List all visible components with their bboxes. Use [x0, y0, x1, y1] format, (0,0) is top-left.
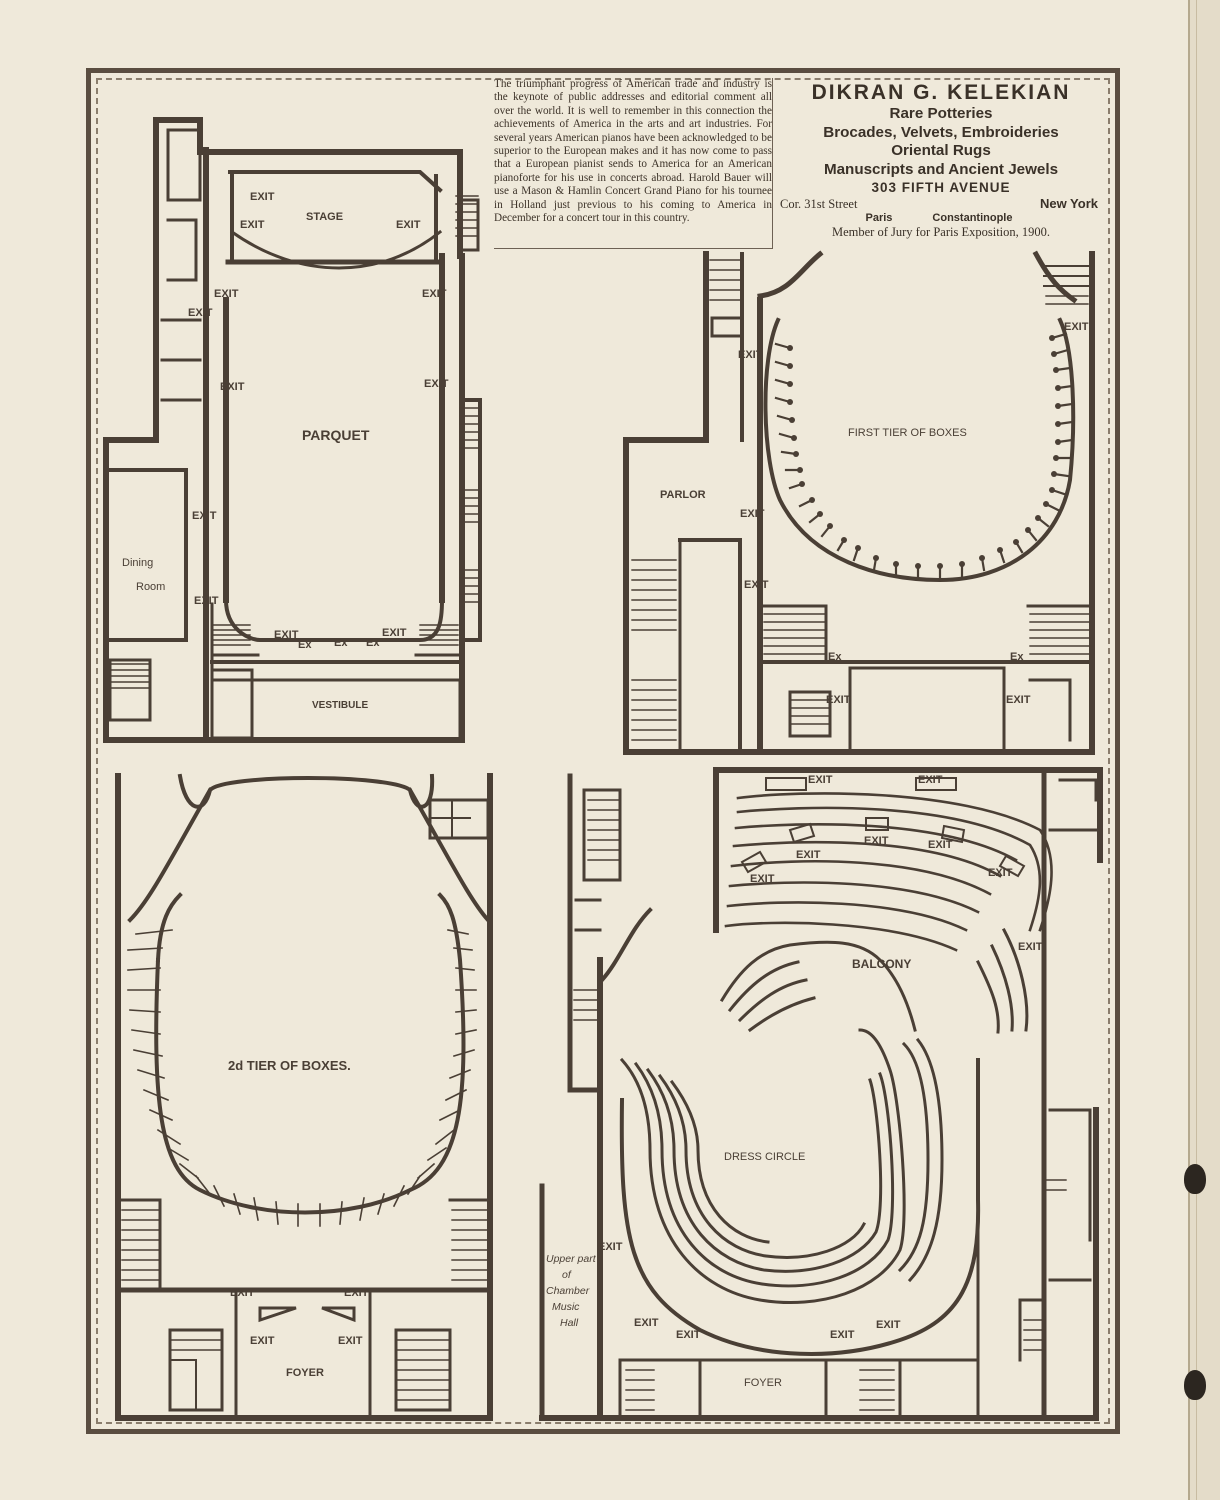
label-exit: EXIT — [876, 1319, 901, 1331]
notice-column: The triumphant progress of American trad… — [494, 78, 773, 249]
label-exit: EXIT — [424, 378, 449, 390]
label-exit: EXIT — [918, 774, 943, 786]
label-stage: STAGE — [306, 211, 343, 223]
label-balcony: BALCONY — [852, 957, 911, 971]
ad-city: New York — [1039, 196, 1098, 211]
label-exit: EXIT — [928, 839, 953, 851]
label-exit: EXIT — [738, 349, 763, 361]
ad-branch-constantinople: Constantinople — [932, 212, 1013, 224]
ad-line: Oriental Rugs — [891, 142, 991, 159]
label-exit: EXIT — [396, 219, 421, 231]
ad-address: 303 FIFTH AVENUE — [871, 180, 1011, 195]
label-exit: EXIT — [740, 508, 765, 520]
label-exit: EXIT — [988, 867, 1013, 879]
label-exit: EXIT — [1018, 941, 1043, 953]
ad-branch-paris: Paris — [865, 212, 893, 224]
label-ex: Ex — [334, 637, 348, 649]
binding-hole-icon — [1184, 1370, 1206, 1400]
label-exit: EXIT — [240, 219, 265, 231]
label-chamber-3: Chamber — [546, 1285, 590, 1297]
label-exit: EXIT — [274, 629, 299, 641]
plan-first-tier-seats — [787, 335, 1061, 569]
label-exit: EXIT — [194, 595, 219, 607]
label-ex: Ex — [366, 637, 380, 649]
kelekian-advertisement: DIKRAN G. KELEKIAN Rare Potteries Brocad… — [776, 78, 1106, 248]
label-exit: EXIT — [830, 1329, 855, 1341]
ad-line: Brocades, Velvets, Embroideries — [823, 123, 1059, 141]
plan-first-tier-stairs — [631, 259, 1091, 741]
label-exit: EXIT — [382, 627, 407, 639]
plan-balcony-stairs — [573, 799, 1067, 1411]
ad-line: Manuscripts and Ancient Jewels — [823, 160, 1059, 178]
binding-hole-icon — [1184, 1164, 1206, 1194]
label-exit: EXIT — [230, 1287, 255, 1299]
label-exit: EXIT — [750, 873, 775, 885]
label-chamber-1: Upper part — [546, 1253, 597, 1265]
plan-first-tier — [623, 250, 1095, 755]
label-dining: Dining — [122, 557, 153, 569]
ad-name: DIKRAN G. KELEKIAN — [811, 81, 1071, 104]
label-exit: EXIT — [598, 1241, 623, 1253]
plan-second-tier-stairs — [121, 1209, 489, 1401]
label-exit: EXIT — [188, 307, 213, 319]
plan-parquet — [103, 117, 482, 743]
label-exit: EXIT — [214, 288, 239, 300]
label-chamber-4: Music — [552, 1301, 580, 1313]
label-exit: EXIT — [250, 191, 275, 203]
plan-first-tier-box-rails — [774, 332, 1074, 580]
ad-street-row: Cor. 31st Street New York — [776, 196, 1106, 212]
label-exit: EXIT — [796, 849, 821, 861]
label-exit: EXIT — [826, 694, 851, 706]
page-border-inner — [96, 78, 1110, 1424]
label-chamber-2: of — [562, 1269, 572, 1281]
binding-spine — [1188, 0, 1220, 1500]
plan-second-tier — [115, 773, 493, 1421]
label-exit: EXIT — [744, 579, 769, 591]
label-parlor: PARLOR — [660, 489, 706, 501]
label-foyer: FOYER — [744, 1377, 782, 1389]
label-exit: EXIT — [192, 510, 217, 522]
plan-balcony-exit-boxes — [740, 777, 1026, 878]
ad-street: Cor. 31st Street — [780, 197, 858, 211]
label-first-tier: FIRST TIER OF BOXES — [848, 427, 967, 439]
label-exit: EXIT — [338, 1335, 363, 1347]
label-vestibule: VESTIBULE — [312, 700, 368, 711]
ad-branches-row: Paris Constantinople — [776, 211, 1106, 225]
label-ex: Ex — [298, 639, 312, 651]
label-parquet: PARQUET — [302, 427, 370, 443]
label-exit: EXIT — [808, 774, 833, 786]
label-exit: EXIT — [422, 288, 447, 300]
plan-dress-circle-rows — [619, 1028, 944, 1305]
label-foyer: FOYER — [286, 1367, 324, 1379]
binding-crease — [1196, 0, 1197, 1500]
ad-line: Rare Potteries — [889, 105, 993, 122]
label-dress-circle: DRESS CIRCLE — [724, 1151, 805, 1163]
label-exit: EXIT — [1006, 694, 1031, 706]
label-second-tier: 2d TIER OF BOXES. — [228, 1058, 351, 1073]
label-ex: Ex — [1010, 651, 1024, 663]
plan-parquet-stairs — [111, 195, 479, 740]
label-exit: EXIT — [250, 1335, 275, 1347]
plan-balcony-rows — [724, 792, 1053, 952]
plan-balcony-lower-rows — [719, 927, 1029, 1034]
label-exit: EXIT — [1064, 321, 1089, 333]
label-exit: EXIT — [676, 1329, 701, 1341]
label-exit: EXIT — [344, 1287, 369, 1299]
notice-text: The triumphant progress of American trad… — [494, 78, 772, 225]
label-exit: EXIT — [220, 381, 245, 393]
label-exit: EXIT — [634, 1317, 659, 1329]
plan-second-tier-box-rails — [127, 929, 477, 1227]
plan-balcony — [539, 767, 1103, 1421]
ad-jury: Member of Jury for Paris Exposition, 190… — [831, 225, 1051, 239]
label-exit: EXIT — [864, 835, 889, 847]
page-border — [86, 68, 1120, 1434]
label-dining-room: Room — [136, 581, 165, 593]
label-ex: Ex — [828, 651, 842, 663]
label-chamber-5: Hall — [560, 1317, 579, 1329]
